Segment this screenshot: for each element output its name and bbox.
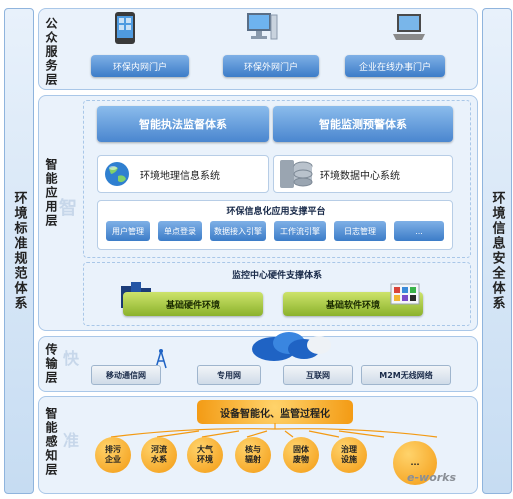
gis-system-box[interactable]: 环境地理信息系统 xyxy=(97,155,269,193)
app-dashed-group xyxy=(83,100,471,258)
globe-icon xyxy=(105,162,129,186)
law-enforcement-system-button[interactable]: 智能执法监督体系 xyxy=(97,106,269,142)
support-platform: 环保信息化应用支撑平台 用户管理 单点登录 数据接入引擎 工作流引擎 日志管理 … xyxy=(97,200,453,250)
desktop-computer-icon xyxy=(247,13,278,40)
transport-layer: 传输层 快 移动通信网 专用网 互联网 M2M无线网络 xyxy=(38,332,478,392)
transport-layer-label: 传输层 xyxy=(44,343,58,385)
hardware-environment-button[interactable]: 基础硬件环境 xyxy=(123,292,263,316)
standards-system-bar: 环境标准规范体系 xyxy=(4,8,34,494)
smart-application-layer-label: 智能应用层 xyxy=(44,158,58,228)
public-service-layer-label: 公众服务层 xyxy=(44,17,58,87)
atmosphere-node[interactable]: 大气 环境 xyxy=(187,437,223,473)
river-system-node[interactable]: 河流 水系 xyxy=(141,437,177,473)
data-center-system-label: 环境数据中心系统 xyxy=(320,170,400,182)
mobile-phone-icon xyxy=(115,12,135,44)
hardware-support-group xyxy=(83,262,471,326)
e-works-watermark: e-works xyxy=(407,471,457,484)
public-service-layer: 公众服务层 环保内网门户 环保外网门户 企业在线办事门户 xyxy=(38,8,478,90)
data-access-engine-button[interactable]: 数据接入引擎 xyxy=(210,221,266,241)
perception-title-badge: 设备智能化、监管过程化 xyxy=(197,400,353,424)
smart-perception-layer: 智能感知层 准 设备智能化、监管过程化 排污 企业 河流 水系 大气 环境 核与… xyxy=(38,396,478,494)
single-sign-on-button[interactable]: 单点登录 xyxy=(158,221,202,241)
standards-system-label: 环境标准规范体系 xyxy=(11,191,27,311)
mobile-network-button[interactable]: 移动通信网 xyxy=(91,365,161,385)
treatment-facility-node[interactable]: 治理 设施 xyxy=(331,437,367,473)
gis-system-label: 环境地理信息系统 xyxy=(140,170,220,182)
workflow-engine-button[interactable]: 工作流引擎 xyxy=(274,221,326,241)
log-management-button[interactable]: 日志管理 xyxy=(334,221,386,241)
data-center-system-box[interactable]: 环境数据中心系统 xyxy=(273,155,453,193)
app-layer-watermark: 智 xyxy=(59,198,77,219)
connector-lines xyxy=(110,423,438,438)
intranet-portal-button[interactable]: 环保内网门户 xyxy=(91,55,189,77)
laptop-icon xyxy=(393,14,425,40)
nuclear-radiation-node[interactable]: 核与 辐射 xyxy=(235,437,271,473)
transport-layer-watermark: 快 xyxy=(63,349,80,368)
smart-application-layer: 智能应用层 智 智能执法监督体系 智能监测预警体系 环境地理信息系统 环境数据中… xyxy=(38,95,478,331)
perception-layer-watermark: 准 xyxy=(63,431,80,450)
m2m-wireless-network-button[interactable]: M2M无线网络 xyxy=(361,365,451,385)
cloud-icon xyxy=(252,332,331,361)
security-system-label: 环境信息安全体系 xyxy=(489,191,505,311)
solid-waste-node[interactable]: 固体 废物 xyxy=(283,437,319,473)
hardware-support-title: 监控中心硬件支撑体系 xyxy=(231,271,322,281)
extranet-portal-button[interactable]: 环保外网门户 xyxy=(223,55,319,77)
enterprise-portal-button[interactable]: 企业在线办事门户 xyxy=(345,55,445,77)
more-modules-button[interactable]: ... xyxy=(394,221,444,241)
user-management-button[interactable]: 用户管理 xyxy=(106,221,150,241)
software-icons xyxy=(390,283,420,305)
internet-button[interactable]: 互联网 xyxy=(283,365,353,385)
database-icon xyxy=(280,160,313,188)
security-system-bar: 环境信息安全体系 xyxy=(482,8,512,494)
monitoring-warning-system-button[interactable]: 智能监测预警体系 xyxy=(273,106,453,142)
smart-perception-layer-label: 智能感知层 xyxy=(44,407,58,477)
more-items-node[interactable]: ... xyxy=(393,441,437,485)
support-platform-title: 环保信息化应用支撑平台 xyxy=(226,207,326,217)
private-network-button[interactable]: 专用网 xyxy=(197,365,261,385)
sewage-enterprise-node[interactable]: 排污 企业 xyxy=(95,437,131,473)
